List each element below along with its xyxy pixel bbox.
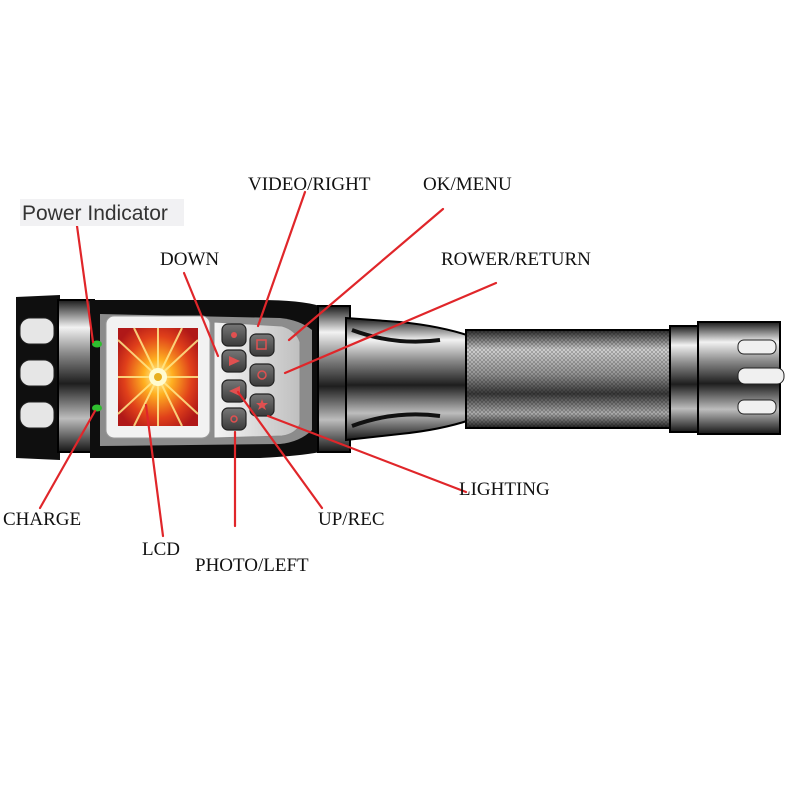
head-ring — [669, 325, 701, 433]
label-photo-left: PHOTO/LEFT — [195, 555, 309, 576]
label-down: DOWN — [160, 249, 219, 270]
leader-rower-return — [283, 281, 498, 375]
leader-lcd — [144, 403, 165, 538]
flashlight-body — [16, 295, 785, 460]
label-charge: CHARGE — [3, 509, 81, 530]
keypad-button-2[interactable] — [249, 333, 275, 357]
neck-grooves — [351, 328, 441, 428]
rear-ring — [57, 299, 95, 453]
leader-ok-menu — [287, 207, 445, 342]
leader-lines — [38, 190, 498, 538]
ok-ring-icon — [257, 370, 267, 380]
label-lcd: LCD — [142, 539, 180, 560]
button-glyphs — [229, 332, 268, 423]
starburst-image — [117, 327, 199, 427]
charge-indicator-led — [92, 404, 102, 412]
power-indicator-label-bg — [20, 199, 184, 226]
light-star-icon — [256, 399, 268, 410]
label-power-indicator: Power Indicator — [22, 202, 168, 225]
menu-square-icon — [256, 339, 267, 350]
front-collar — [317, 305, 351, 453]
leader-lighting — [266, 414, 468, 494]
leader-video-right — [256, 190, 307, 328]
leader-charge — [38, 409, 97, 510]
label-up-rec: UP/REC — [318, 509, 385, 530]
arrow-right-icon — [229, 356, 240, 366]
label-rower-return: ROWER/RETURN — [441, 249, 591, 270]
leader-power-indicator — [75, 224, 95, 344]
head-crenellations — [737, 339, 785, 415]
label-ok-menu: OK/MENU — [423, 174, 512, 195]
leader-down — [182, 271, 220, 358]
label-video-right: VIDEO/RIGHT — [248, 174, 371, 195]
rear-cap-ridges — [19, 317, 55, 429]
arrow-left-icon — [229, 386, 240, 396]
leader-up-rec — [236, 390, 324, 510]
callout-labels: Power Indicator VIDEO/RIGHT OK/MENU DOWN… — [3, 174, 591, 576]
record-dot-icon — [231, 332, 237, 338]
label-lighting: LIGHTING — [459, 479, 550, 500]
power-dot-icon — [230, 415, 238, 423]
keypad-button-7[interactable] — [221, 407, 247, 431]
keypad-button-4[interactable] — [249, 363, 275, 387]
indicator-leds — [92, 340, 102, 412]
knurl-texture — [466, 330, 672, 428]
power-indicator-led — [92, 340, 102, 348]
lcd-screen — [117, 327, 199, 427]
